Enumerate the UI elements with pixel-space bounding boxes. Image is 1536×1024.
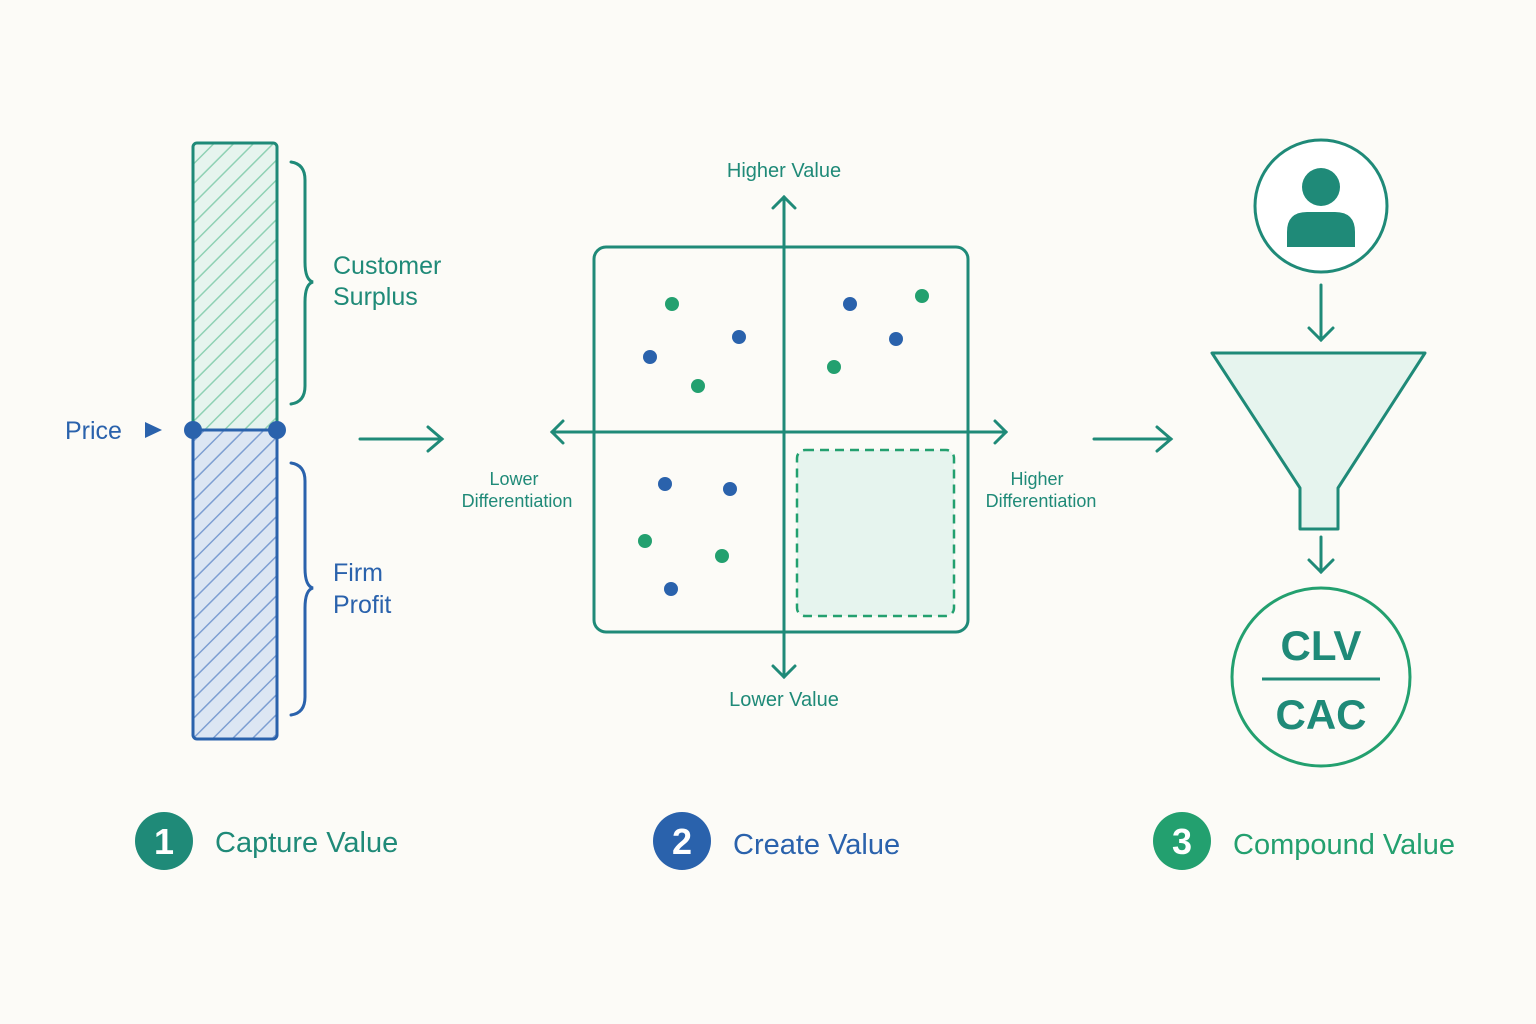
down-arrow-icon-2 (1307, 535, 1335, 575)
target-quadrant (795, 448, 956, 618)
firm-profit-segment (191, 428, 279, 741)
price-pointer-icon (145, 422, 162, 438)
firm-profit-label-line1: Firm (333, 559, 383, 587)
customer-surplus-label-line2: Surplus (333, 283, 418, 311)
price-label: Price (65, 417, 122, 445)
customer-surplus-segment (191, 141, 279, 432)
dot-top-left-2 (732, 330, 746, 344)
dot-top-right-4 (827, 360, 841, 374)
dot-top-right-3 (889, 332, 903, 346)
step-1-badge (135, 812, 193, 870)
step-3: 3 Compound Value (1153, 812, 1455, 870)
step-3-label: Compound Value (1233, 829, 1455, 861)
dot-bottom-left-2 (723, 482, 737, 496)
dot-bottom-left-5 (664, 582, 678, 596)
lower-value-label: Lower Value (729, 689, 839, 711)
capture-value-bar (184, 141, 286, 741)
step-2-badge (653, 812, 711, 870)
flow-arrow-right-icon (358, 425, 445, 453)
flow-arrow-right-icon-2 (1092, 425, 1174, 453)
higher-differentiation-label-line1: Higher (1010, 469, 1063, 489)
step-3-number: 3 (1172, 821, 1192, 862)
customer-surplus-label-line1: Customer (333, 252, 441, 280)
vertical-axis (771, 194, 797, 680)
dot-top-right-1 (843, 297, 857, 311)
higher-value-label: Higher Value (727, 160, 841, 182)
step-3-badge (1153, 812, 1211, 870)
dot-bottom-left-4 (715, 549, 729, 563)
price-point-left (184, 421, 202, 439)
customer-surplus-bracket (289, 160, 314, 406)
horizontal-axis (549, 419, 1009, 445)
funnel-icon (1210, 351, 1427, 531)
cac-label: CAC (1276, 691, 1367, 738)
firm-profit-label-line2: Profit (333, 591, 391, 619)
firm-profit-bracket (289, 461, 314, 717)
step-2: 2 Create Value (653, 812, 900, 870)
step-1-number: 1 (154, 821, 174, 862)
dot-top-right-2 (915, 289, 929, 303)
higher-differentiation-label-line2: Differentiation (986, 491, 1097, 511)
user-icon (1253, 138, 1389, 274)
step-1-label: Capture Value (215, 827, 398, 859)
step-2-label: Create Value (733, 829, 900, 861)
dot-top-left-1 (665, 297, 679, 311)
step-1: 1 Capture Value (135, 812, 398, 870)
price-point-right (268, 421, 286, 439)
scatter-dots (638, 289, 929, 596)
down-arrow-icon (1307, 283, 1335, 343)
lower-differentiation-label-line2: Differentiation (462, 491, 573, 511)
dot-bottom-left-1 (658, 477, 672, 491)
dot-top-left-3 (643, 350, 657, 364)
step-2-number: 2 (672, 821, 692, 862)
clv-cac-ratio (1230, 586, 1412, 768)
dot-top-left-4 (691, 379, 705, 393)
clv-label: CLV (1281, 622, 1362, 669)
matrix-frame (592, 245, 970, 634)
dot-bottom-left-3 (638, 534, 652, 548)
lower-differentiation-label-line1: Lower (489, 469, 538, 489)
